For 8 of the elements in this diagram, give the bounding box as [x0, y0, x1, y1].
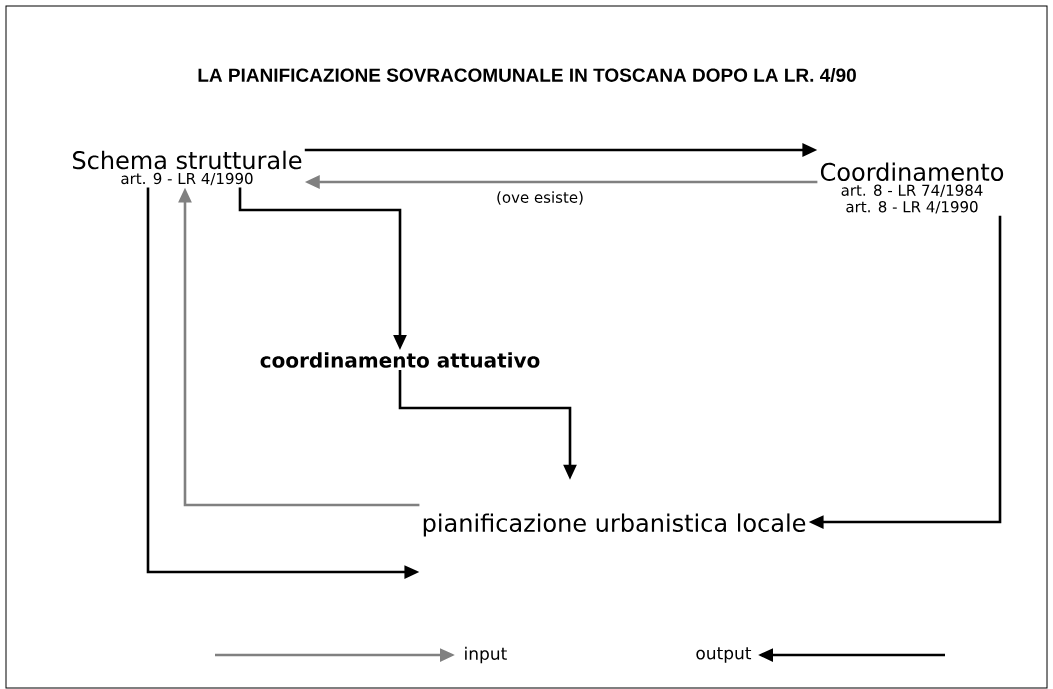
- legend-label: output: [696, 647, 752, 663]
- term-label: coordinamento attuativo: [260, 352, 540, 368]
- term-label: pianificazione urbanistica locale: [423, 513, 806, 537]
- title: LA PIANIFICAZIONE SOVRACOMUNALE IN TOSCANA DOPO LA LR. 4/90: [198, 67, 856, 83]
- legend-label: input: [465, 646, 507, 664]
- term-label: Schema strutturale art. 9 - LR 4/1990: [73, 150, 302, 186]
- edge-label: (ove esiste): [495, 190, 585, 206]
- term-label: Coordinamento art. 8 - LR 74/1984 art. 8 - LR 4/1990: [820, 162, 1004, 214]
